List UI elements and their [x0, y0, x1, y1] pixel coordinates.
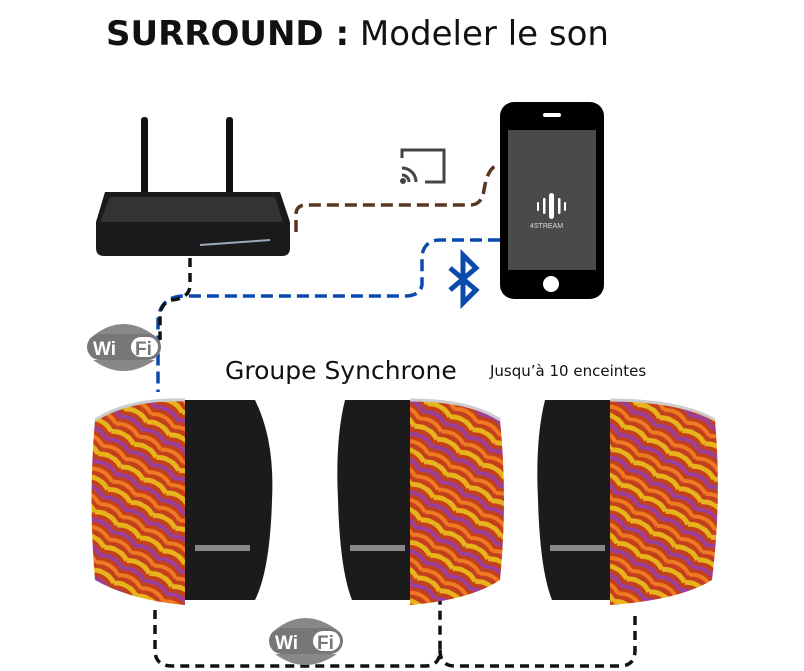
wifi-logo-bottom: Wi Fi — [269, 618, 343, 665]
group-label: Groupe Synchrone — [225, 356, 457, 385]
speaker-1-icon — [91, 398, 273, 605]
svg-text:Fi: Fi — [135, 339, 152, 360]
cast-icon — [400, 148, 446, 184]
svg-text:Wi: Wi — [275, 633, 298, 654]
speaker-2-icon — [337, 398, 504, 605]
cast-connection-line — [294, 163, 501, 232]
speaker-3-icon — [537, 398, 718, 605]
wifi-logo: Wi Fi — [87, 324, 161, 371]
capacity-label: Jusqu’à 10 enceintes — [490, 362, 647, 380]
router-icon — [96, 117, 290, 256]
page-title: SURROUND : Modeler le son — [106, 14, 609, 54]
speaker-wifi-line — [153, 595, 637, 668]
phone-icon — [500, 102, 604, 299]
svg-text:Wi: Wi — [93, 339, 116, 360]
bluetooth-icon — [448, 248, 480, 310]
phone-app-name: 4STREAM — [530, 223, 564, 230]
svg-text:Fi: Fi — [317, 633, 334, 654]
router-wifi-line — [158, 258, 192, 340]
